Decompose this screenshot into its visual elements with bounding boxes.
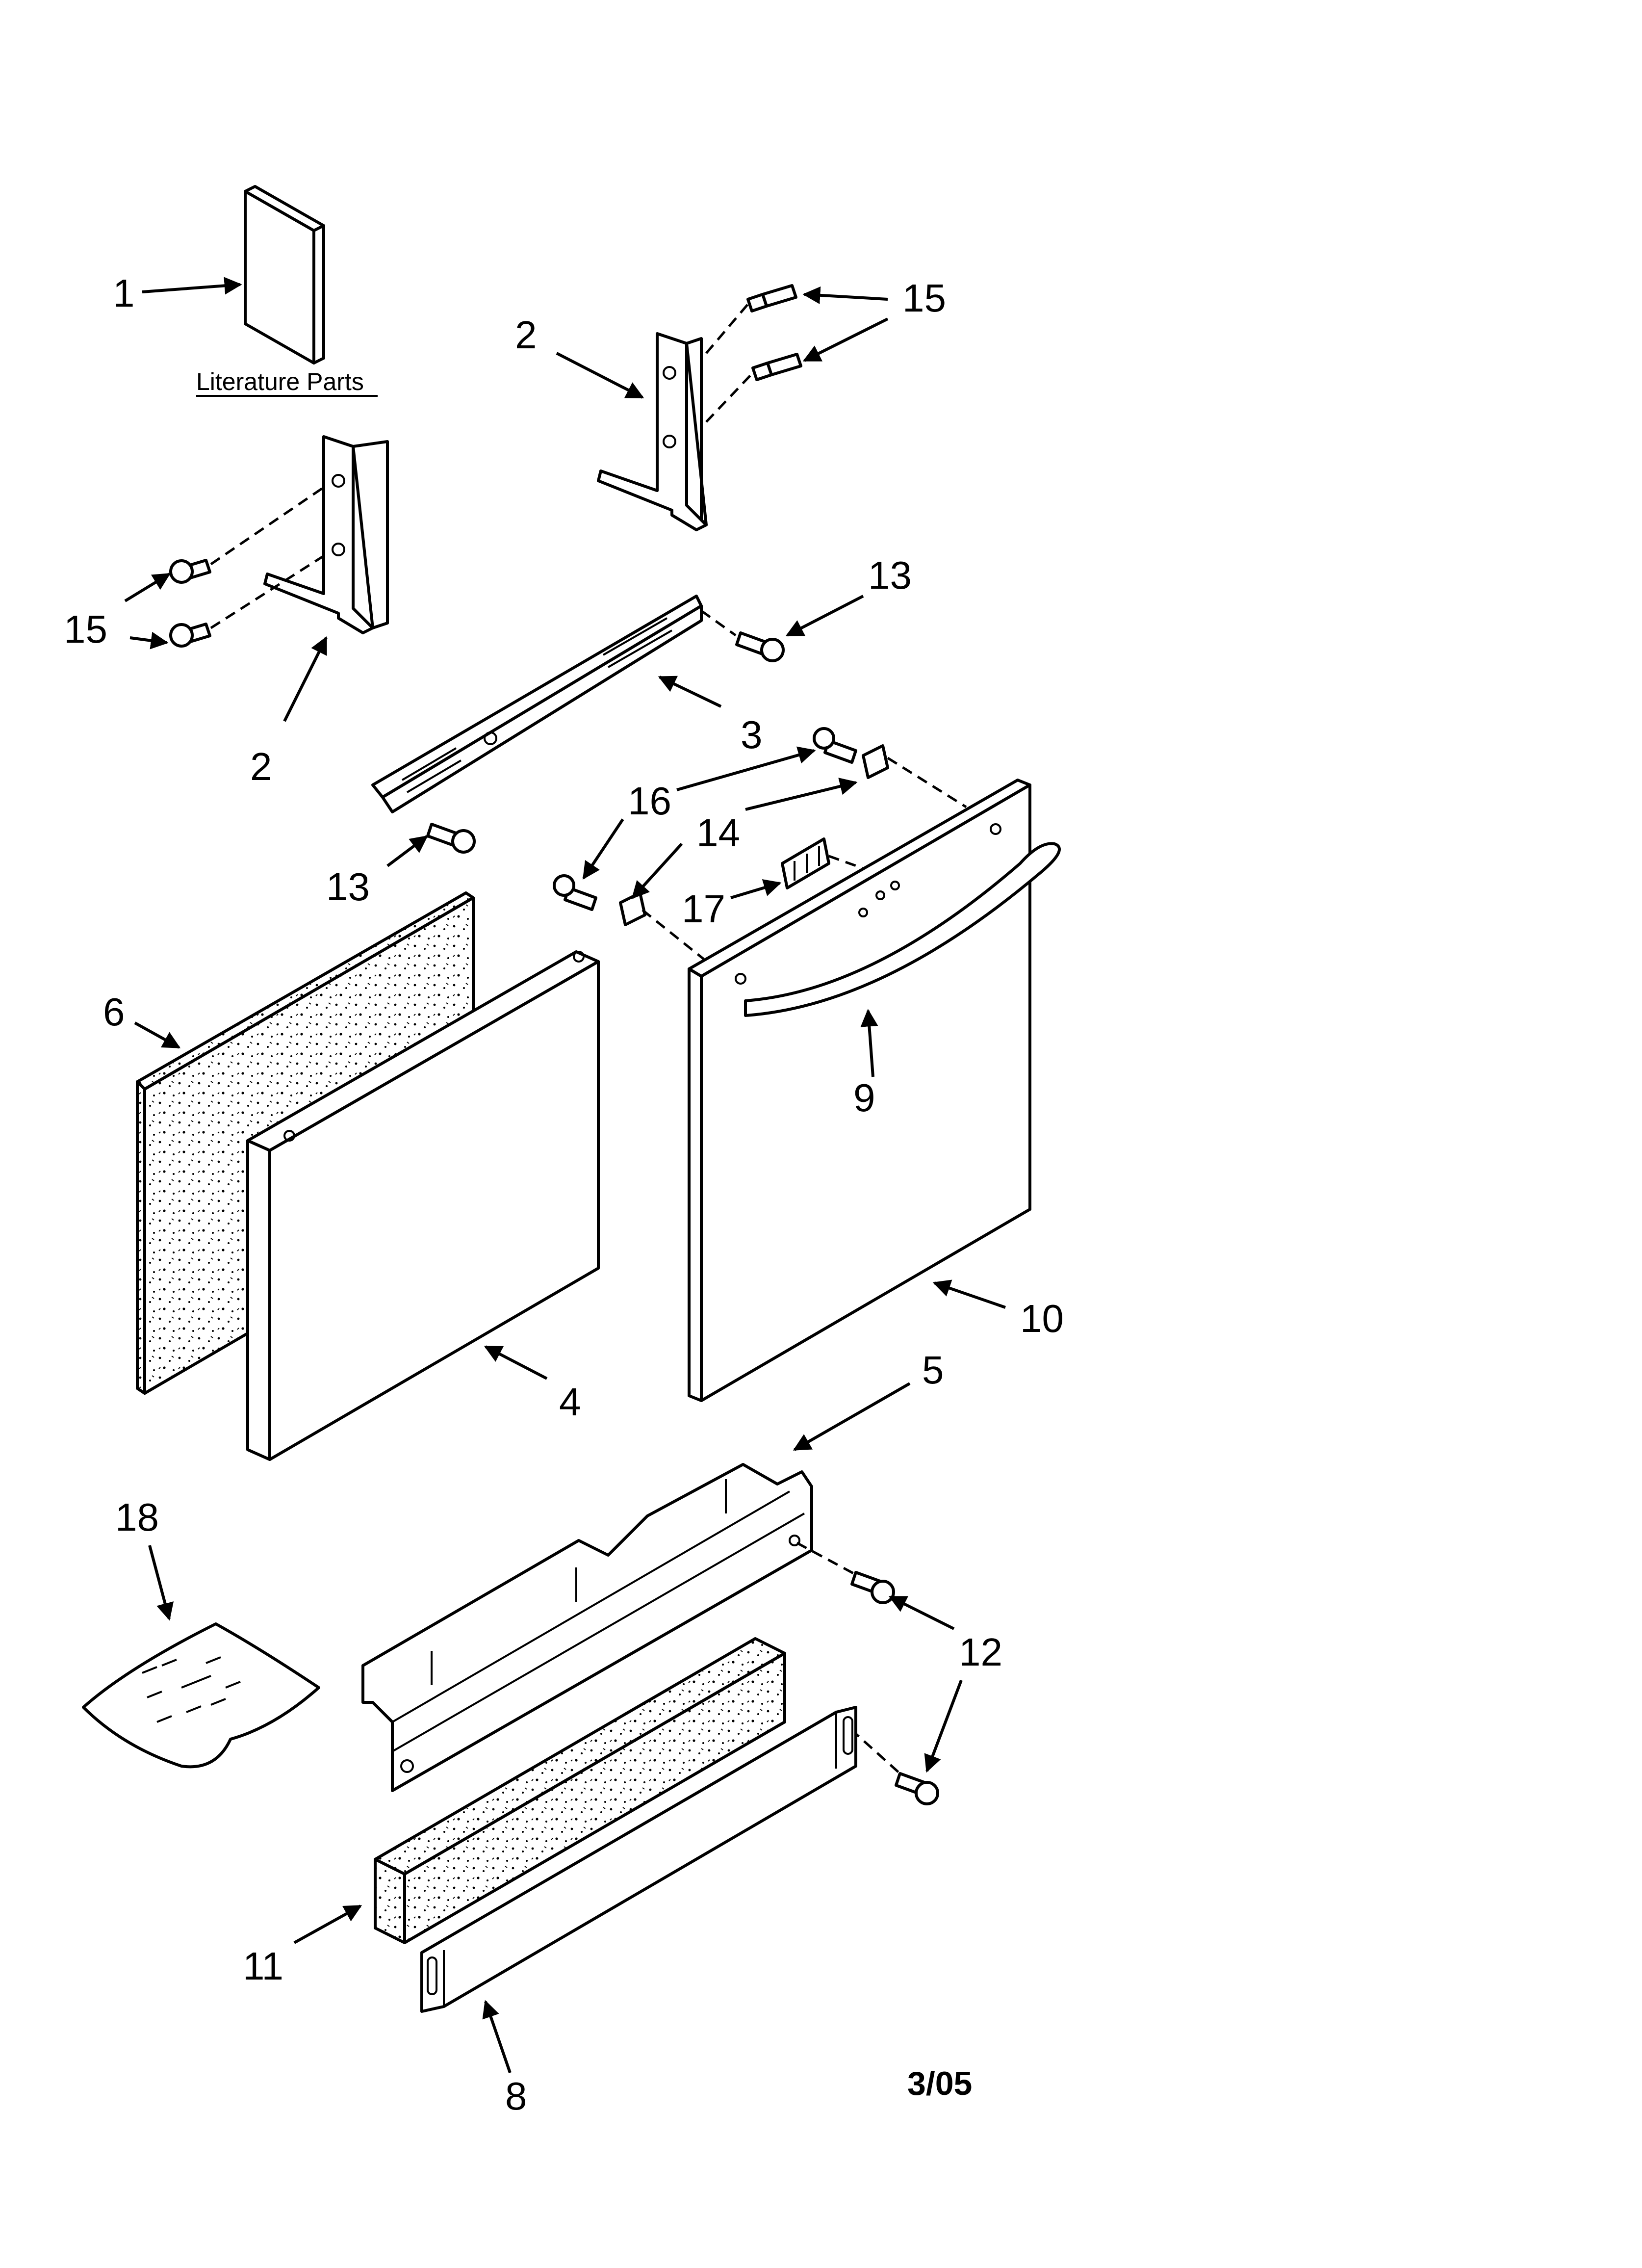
literature-caption: Literature Parts bbox=[196, 368, 364, 395]
callout-11: 11 bbox=[243, 1944, 283, 1988]
toe-panel bbox=[420, 1706, 857, 2013]
screw-12-lower bbox=[895, 1772, 939, 1805]
callout-16: 16 bbox=[628, 779, 671, 823]
callout-9: 9 bbox=[853, 1076, 875, 1120]
callout-2-upper: 2 bbox=[515, 313, 537, 357]
leader-arrows bbox=[124, 277, 1006, 2073]
callout-1: 1 bbox=[113, 271, 135, 315]
callout-13-left: 13 bbox=[326, 865, 370, 909]
mount-holes bbox=[858, 881, 900, 917]
bracket-rail bbox=[371, 595, 703, 813]
hardware-bag bbox=[82, 1622, 320, 1769]
callout-5: 5 bbox=[922, 1348, 944, 1392]
mounting-bracket-right bbox=[597, 332, 708, 531]
callout-2-lower: 2 bbox=[250, 745, 272, 788]
mounting-bracket-left bbox=[263, 435, 389, 634]
callout-10: 10 bbox=[1020, 1297, 1064, 1340]
screw-13-left bbox=[426, 823, 476, 854]
screw-16-right bbox=[813, 727, 857, 764]
callout-12: 12 bbox=[959, 1630, 1002, 1674]
callout-4: 4 bbox=[559, 1380, 581, 1424]
clip-17 bbox=[781, 837, 830, 889]
screw-15-left-a bbox=[169, 559, 211, 584]
callout-17: 17 bbox=[682, 887, 725, 931]
screw-15-left-b bbox=[169, 623, 211, 648]
literature-booklet bbox=[244, 185, 325, 365]
callout-14: 14 bbox=[696, 811, 740, 855]
toe-foam-block bbox=[374, 1637, 786, 1944]
callout-13-right: 13 bbox=[868, 553, 912, 597]
screw-12-upper bbox=[850, 1571, 895, 1604]
toe-panel-bracket bbox=[361, 1463, 813, 1792]
inner-door-panel bbox=[246, 950, 600, 1461]
spacer-14-right bbox=[862, 744, 889, 779]
callout-8: 8 bbox=[505, 2074, 527, 2118]
callout-3: 3 bbox=[741, 713, 763, 756]
date-code: 3/05 bbox=[907, 2065, 972, 2102]
screw-13-right bbox=[735, 631, 785, 662]
door-handle bbox=[744, 842, 1061, 1017]
screw-15-upper-b bbox=[751, 353, 802, 381]
screw-15-upper-a bbox=[746, 284, 797, 313]
screw-16-left bbox=[553, 874, 597, 911]
callout-6: 6 bbox=[103, 990, 125, 1034]
callout-18: 18 bbox=[115, 1495, 159, 1539]
callout-15-left: 15 bbox=[64, 607, 107, 651]
callout-15-upper: 15 bbox=[902, 276, 946, 320]
